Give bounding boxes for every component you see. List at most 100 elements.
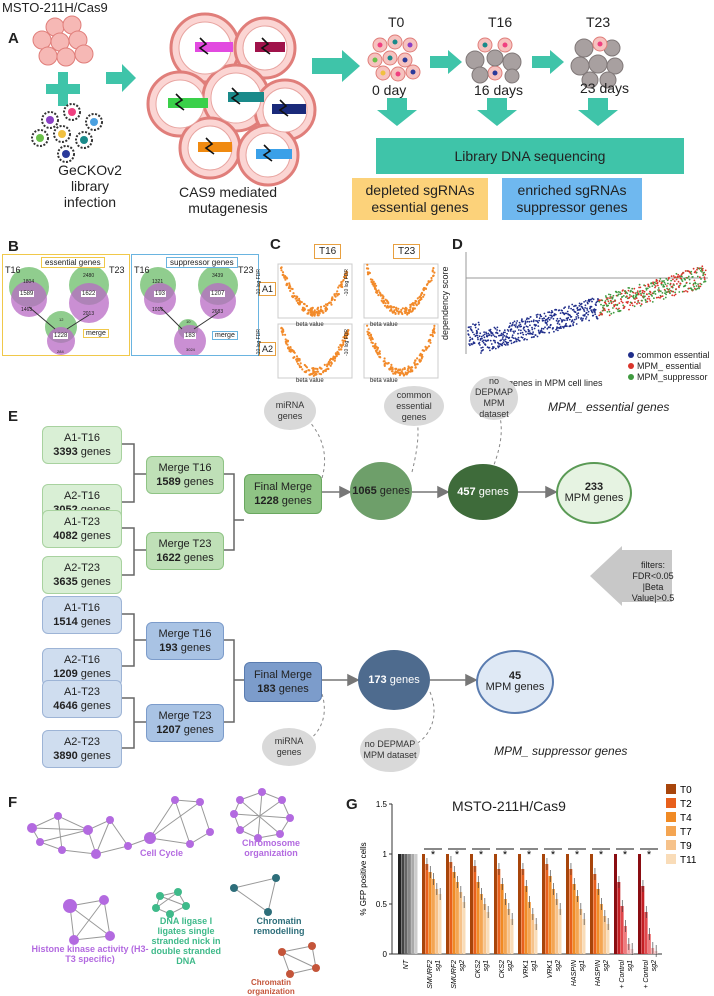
dependency-point — [632, 291, 635, 294]
dependency-point — [512, 337, 515, 339]
volcano-plots — [277, 263, 439, 379]
volcano-point — [322, 311, 325, 314]
f-cluster-3: Histone kinase activity (H3-T3 specific) — [31, 944, 149, 964]
volcano-point — [289, 346, 292, 349]
dependency-point — [668, 288, 671, 290]
dependency-point — [561, 309, 563, 312]
dependency-point — [594, 313, 597, 316]
dependency-point — [545, 322, 548, 324]
dependency-point — [495, 336, 498, 338]
dependency-point — [490, 343, 493, 345]
ess-b: 1589 — [19, 291, 35, 297]
volcano-point — [296, 299, 299, 302]
dependency-point — [616, 294, 619, 297]
ess-m16-name: Merge T16 — [158, 462, 212, 474]
dependency-point — [559, 317, 562, 320]
g-bar — [452, 872, 456, 954]
volcano-point — [384, 298, 387, 301]
dependency-point — [660, 283, 663, 286]
dependency-point — [575, 304, 577, 307]
volcano-point — [388, 367, 391, 371]
volcano-point — [378, 291, 381, 294]
dependency-point — [500, 339, 502, 341]
legend-dot-icon — [628, 363, 634, 369]
t23-label: T23 — [586, 14, 611, 30]
dependency-point — [566, 325, 568, 328]
dependency-point — [533, 336, 535, 338]
ess-g: 1228 — [53, 333, 69, 339]
dependency-point — [558, 323, 561, 326]
g-bar — [606, 924, 610, 954]
dependency-point — [523, 329, 526, 332]
dependency-point — [655, 282, 657, 285]
dependency-point — [492, 334, 495, 336]
ess-a2t16-name: A2-T16 — [63, 490, 101, 502]
dependency-point — [604, 300, 607, 302]
dependency-point — [551, 315, 553, 318]
dependency-point — [511, 334, 514, 337]
dependency-point — [482, 341, 485, 344]
dependency-point — [582, 317, 584, 320]
dependency-point — [537, 329, 540, 332]
ess-m16-n: 1589 — [156, 476, 181, 488]
volcano-point — [331, 296, 334, 299]
ess-a2t23-name: A2-T23 — [63, 562, 101, 574]
dependency-point — [468, 326, 471, 328]
ess-a1t23-name: A1-T23 — [63, 516, 101, 528]
dependency-point — [646, 300, 649, 303]
volcano-point — [291, 349, 294, 352]
dependency-point — [649, 291, 652, 294]
volcano-point — [338, 348, 341, 351]
dependency-point — [512, 330, 515, 333]
dependency-point — [669, 282, 672, 285]
dependency-point — [666, 285, 668, 287]
dependency-point — [672, 290, 675, 293]
volcano-point — [390, 308, 393, 311]
volcano-point — [305, 304, 308, 308]
g-bar — [582, 919, 586, 954]
dependency-point — [512, 321, 514, 324]
volcano-point — [384, 362, 387, 365]
dependency-point — [664, 290, 667, 292]
dependency-point — [504, 338, 507, 341]
dependency-point — [634, 301, 636, 304]
dependency-point — [554, 313, 557, 316]
volcano-point — [384, 302, 387, 305]
volcano-point — [323, 363, 326, 366]
dependency-point — [569, 325, 572, 327]
dependency-point — [557, 327, 560, 329]
dependency-point — [663, 281, 666, 284]
dependency-point — [502, 333, 505, 336]
dependency-point — [614, 300, 617, 302]
sup-a2t23-unit: genes — [80, 750, 111, 762]
volcano-point — [394, 372, 397, 375]
t23-cells — [570, 36, 624, 89]
sup-c2-n: 45 — [508, 670, 522, 682]
volcano-point — [377, 351, 381, 354]
dependency-point — [606, 298, 609, 301]
dependency-point — [479, 344, 481, 346]
dependency-point — [569, 314, 571, 317]
dependency-point — [701, 265, 704, 268]
ess-a1t16-n: 3393 — [53, 446, 78, 458]
g-xtick-label: VRK1 — [523, 960, 530, 978]
g-bar — [623, 926, 627, 954]
dependency-point — [530, 336, 533, 339]
sup-c2-unit: MPM genes — [485, 681, 545, 693]
dependency-point — [704, 273, 707, 276]
volcano-point — [317, 309, 320, 312]
volcano-point — [423, 349, 426, 352]
volcano-point — [388, 305, 391, 308]
sup-a1t23-unit: genes — [80, 700, 111, 712]
volcano-point — [281, 327, 284, 330]
volcano-point — [340, 281, 343, 284]
sup-a1t23-name: A1-T23 — [63, 686, 101, 698]
dependency-point — [496, 326, 499, 329]
dependency-point — [698, 267, 701, 270]
volcano-point — [391, 370, 394, 373]
dependency-point — [662, 284, 665, 287]
